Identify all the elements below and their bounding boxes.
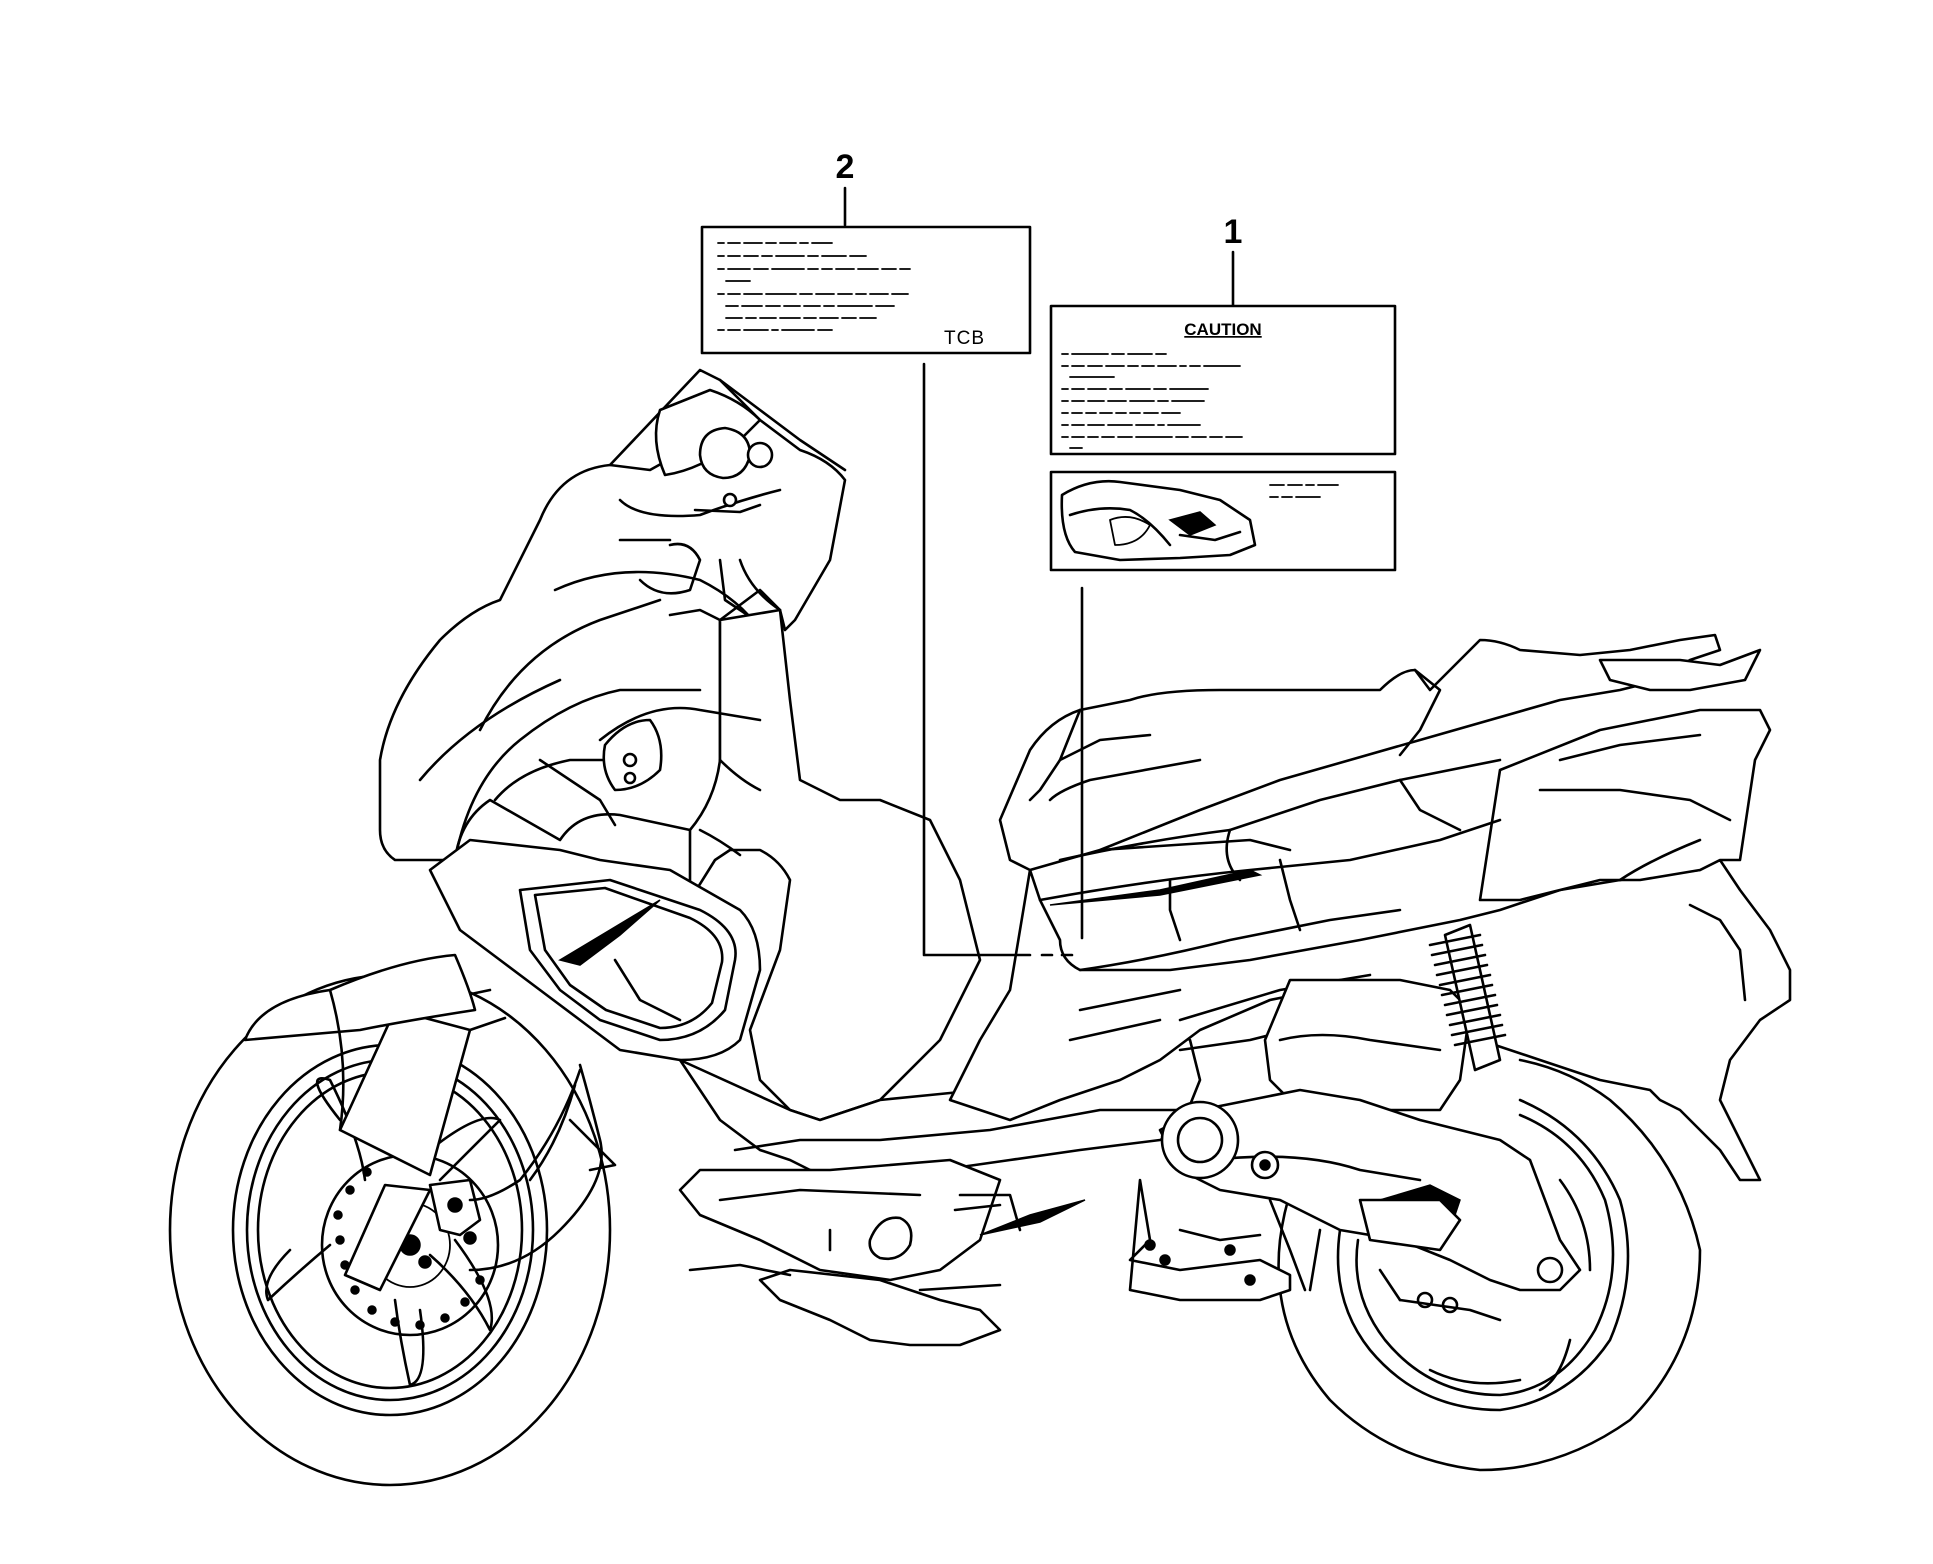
leader-line-2-body (922, 362, 1032, 957)
label-2-code: TCB (944, 328, 985, 349)
engine-swingarm (1128, 978, 1582, 1322)
front-fork (338, 988, 582, 1292)
brake-cable (468, 1063, 603, 1272)
callout-2: 2 (836, 148, 855, 186)
label-2-text-lines (717, 242, 911, 331)
callout-1: 1 (1224, 213, 1243, 251)
rear-shock (1428, 923, 1507, 1072)
seat (998, 633, 1762, 872)
front-side-panel (428, 838, 762, 1062)
front-fender (243, 953, 617, 1172)
lower-body (678, 1018, 1202, 1347)
warning-label-icon (700, 225, 1032, 355)
label-2-group: 2 TCB (700, 148, 1074, 957)
label-1-heading: CAUTION (1184, 320, 1261, 339)
caution-label-icon (1049, 304, 1397, 456)
seat-diagram-icon (1049, 470, 1397, 572)
label-1-text-lines (1061, 353, 1243, 449)
scooter-line-art (168, 368, 1792, 1487)
label-1-group: 1 CAUTION (1049, 213, 1397, 940)
leg-shield (598, 608, 982, 1122)
seat-diagram-sketch (1060, 480, 1339, 562)
rear-body (948, 708, 1792, 1182)
front-cowl (378, 368, 847, 862)
rear-wheel (1277, 1058, 1702, 1472)
